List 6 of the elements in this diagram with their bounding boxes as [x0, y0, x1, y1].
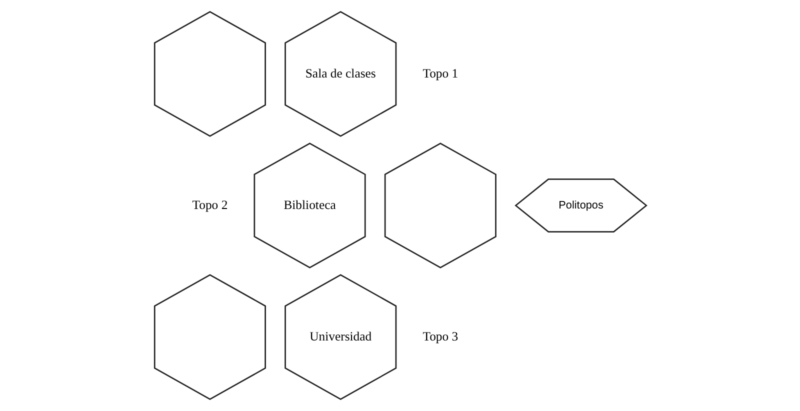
node-hexagon [384, 142, 496, 268]
node-label: Topo 1 [422, 66, 458, 80]
node-hexagon [153, 11, 266, 137]
node-hexagon [153, 274, 266, 400]
node-label: Topo 3 [422, 329, 458, 344]
node-label: Topo 2 [192, 198, 228, 212]
